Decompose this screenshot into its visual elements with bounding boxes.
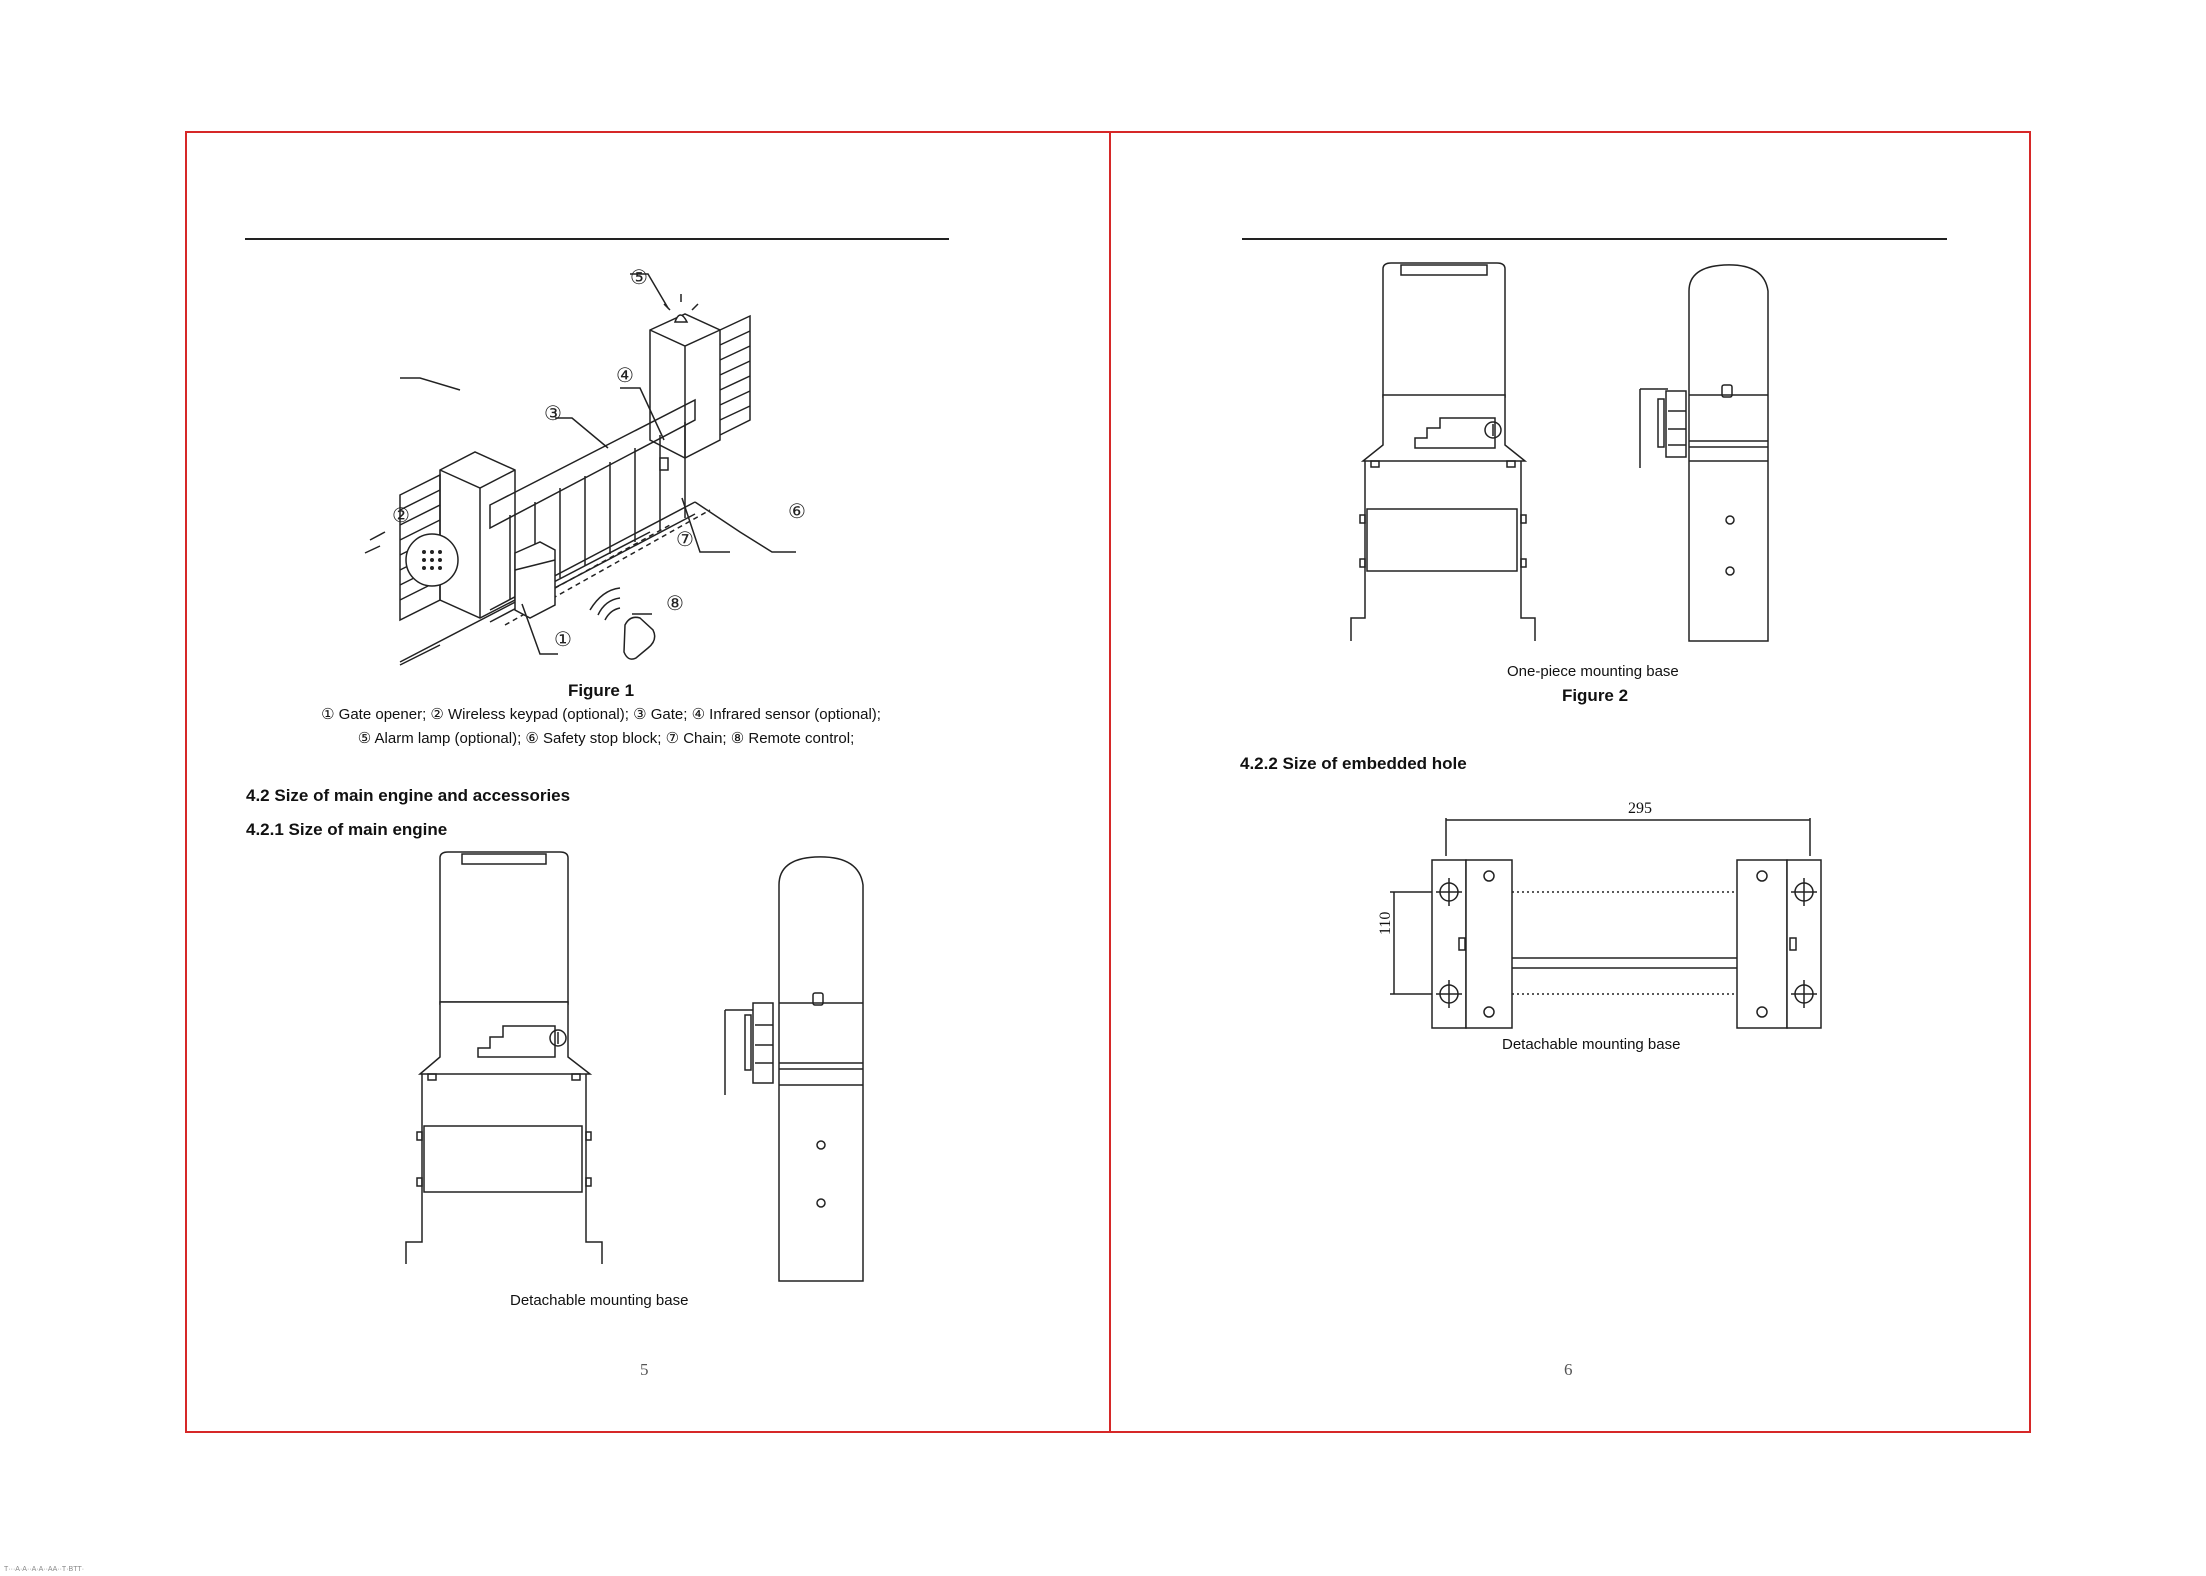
figure-2-title: Figure 2 [1561, 686, 1629, 705]
callout-7: ⑦ [676, 527, 694, 551]
dimension-height-label: 110 [1377, 911, 1394, 935]
left-page-number: 5 [640, 1360, 649, 1379]
callout-3: ③ [544, 401, 562, 425]
header-rule-left [245, 238, 949, 240]
callout-4: ④ [616, 363, 634, 387]
embedded-hole-drawing [1370, 800, 1830, 1030]
gate-installation-illustration: ⑤ ④ ③ ② ⑥ ⑦ ① ⑧ [340, 265, 806, 690]
section-heading-4-2: 4.2 Size of main engine and accessories [246, 786, 571, 805]
right-drawing-caption: Detachable mounting base [1502, 1036, 1681, 1053]
page-divider [1109, 133, 1111, 1431]
one-piece-base-side-view [1640, 263, 1800, 643]
left-drawing-caption: Detachable mounting base [510, 1292, 689, 1309]
subsection-heading-4-2-1: 4.2.1 Size of main engine [246, 820, 448, 839]
callout-6: ⑥ [788, 499, 806, 523]
figure-1-legend-line-1: ① Gate opener; ② Wireless keypad (option… [321, 706, 881, 723]
dimension-width-label: 295 [1628, 800, 1652, 817]
main-engine-side-view [725, 855, 905, 1285]
callout-5: ⑤ [630, 265, 648, 289]
callout-1: ① [554, 627, 572, 651]
main-engine-front-view [400, 852, 620, 1272]
callout-2: ② [392, 503, 410, 527]
right-page-number: 6 [1564, 1360, 1573, 1379]
document-spread [185, 131, 2031, 1433]
footer-text: T···A·A··A·A··AA··T·BTT· [4, 1566, 85, 1573]
header-rule-right [1242, 238, 1947, 240]
subsection-heading-4-2-2: 4.2.2 Size of embedded hole [1240, 754, 1467, 773]
figure-1-title: Figure 1 [567, 681, 635, 700]
callout-8: ⑧ [666, 591, 684, 615]
figure-2-caption: One-piece mounting base [1507, 663, 1679, 680]
one-piece-base-front-view [1345, 263, 1555, 643]
figure-1-legend-line-2: ⑤ Alarm lamp (optional); ⑥ Safety stop b… [357, 730, 855, 747]
